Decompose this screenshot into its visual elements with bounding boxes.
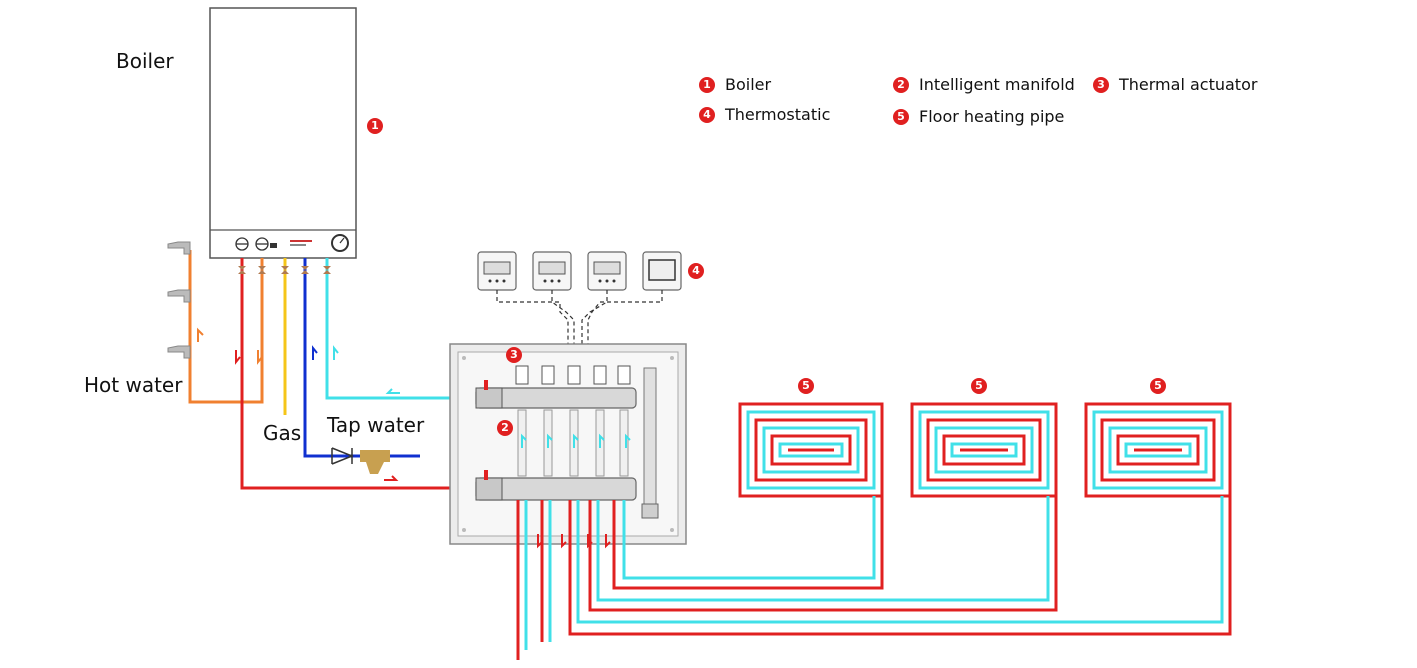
loop-marker: 5 [971, 378, 987, 394]
legend-item-manifold: 2 Intelligent manifold [893, 75, 1075, 94]
thermostat-wiring [496, 290, 663, 344]
floor-heating-loop [910, 402, 1058, 498]
legend-number: 5 [893, 108, 909, 125]
legend-number: 3 [1093, 76, 1109, 93]
legend-item-thermostatic: 4 Thermostatic [699, 105, 830, 124]
thermostat-icon [532, 251, 572, 291]
legend-text: Thermostatic [725, 105, 831, 124]
loop-feed-pipes [516, 496, 1232, 660]
actuator-marker: 3 [506, 347, 522, 363]
flow-arrows [197, 327, 400, 481]
manifold-marker: 2 [497, 420, 513, 436]
legend-text: Floor heating pipe [919, 107, 1065, 126]
thermostat-marker: 4 [688, 263, 704, 279]
thermostats [477, 251, 682, 291]
legend-number: 4 [699, 106, 715, 123]
boiler-marker: 1 [367, 118, 383, 134]
thermostat-icon [587, 251, 627, 291]
legend-item-actuator: 3 Thermal actuator [1093, 75, 1257, 94]
loop-marker: 5 [798, 378, 814, 394]
filter-icon [360, 450, 390, 474]
boiler-gauge-icon [235, 234, 349, 252]
legend-text: Thermal actuator [1119, 75, 1258, 94]
thermostat-icon [642, 251, 682, 291]
check-valve-icon [331, 447, 355, 465]
legend-number: 1 [699, 76, 715, 93]
thermostat-icon [477, 251, 517, 291]
manifold-flow-arrows [521, 433, 631, 549]
hot-water-label: Hot water [84, 373, 183, 397]
pipe-valves-icon [238, 266, 331, 274]
legend-item-floor-pipe: 5 Floor heating pipe [893, 107, 1064, 126]
hot-water-taps-icon [167, 241, 191, 359]
legend-text: Boiler [725, 75, 772, 94]
legend-number: 2 [893, 76, 909, 93]
boiler-unit [209, 7, 357, 259]
floor-loops [738, 402, 1232, 498]
legend-text: Intelligent manifold [919, 75, 1075, 94]
floor-heating-loop [1084, 402, 1232, 498]
floor-heating-loop [738, 402, 884, 498]
loop-marker: 5 [1150, 378, 1166, 394]
tap-water-label: Tap water [327, 413, 425, 437]
legend-item-boiler: 1 Boiler [699, 75, 771, 94]
boiler-label: Boiler [116, 49, 174, 73]
boiler-pipes [188, 250, 480, 490]
gas-label: Gas [263, 421, 302, 445]
